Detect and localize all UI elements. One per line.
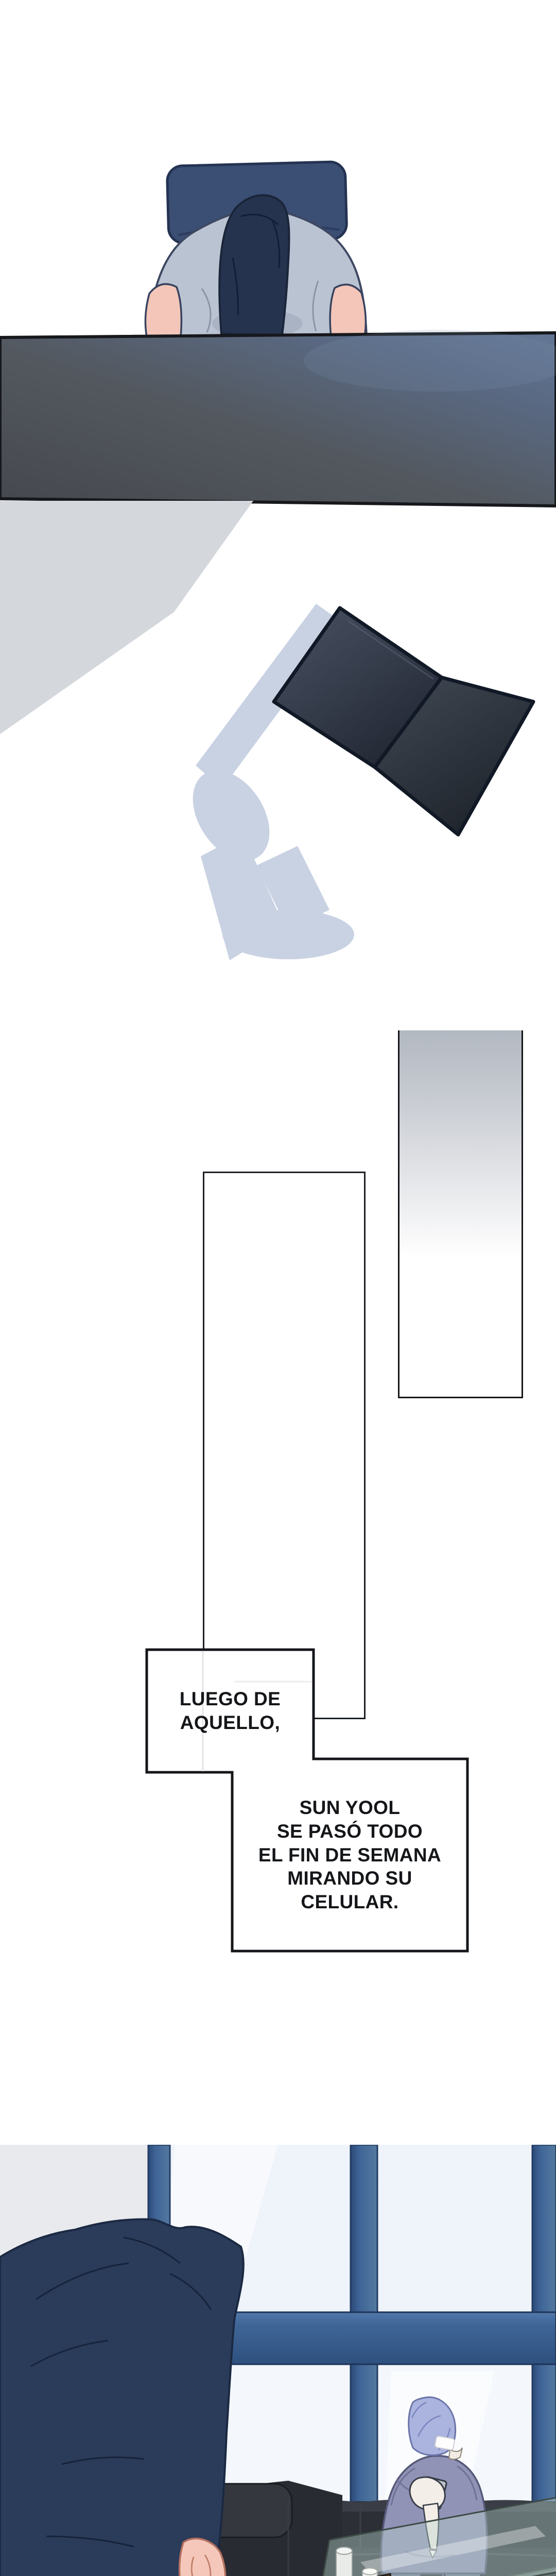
sunyool-forearm — [422, 2502, 440, 2551]
narration-sunyool: SUN YOOL SE PASÓ TODO EL FIN DE SEMANA M… — [258, 1797, 442, 1913]
glass-coffee-table — [315, 2497, 556, 2576]
foreground-man — [0, 2218, 245, 2576]
desk-table — [0, 331, 556, 508]
phone-cast-shadow — [193, 604, 354, 960]
narration-boxes-middle — [145, 1648, 469, 1953]
man-arms — [144, 283, 367, 338]
sunyool-head — [408, 2396, 463, 2460]
panel-desk-overhead — [0, 0, 556, 1030]
narration-luego: LUEGO DE AQUELLO, — [179, 1688, 281, 1733]
fg-hair — [0, 2218, 245, 2576]
narration-union-outline — [145, 1648, 469, 1953]
sunyool-glasses-glint — [435, 2435, 455, 2451]
couch — [180, 2481, 556, 2576]
sunyool-sitting — [380, 2396, 488, 2576]
folded-phone — [272, 606, 535, 837]
floor-light-wedge — [0, 501, 253, 734]
table-metal-legs — [336, 2547, 378, 2576]
man-hair — [212, 194, 303, 338]
desk-sheen — [304, 330, 556, 392]
panel-living-room — [0, 2145, 556, 2576]
transition-rect-gradient — [398, 1028, 523, 1398]
fg-ear — [178, 2537, 227, 2576]
